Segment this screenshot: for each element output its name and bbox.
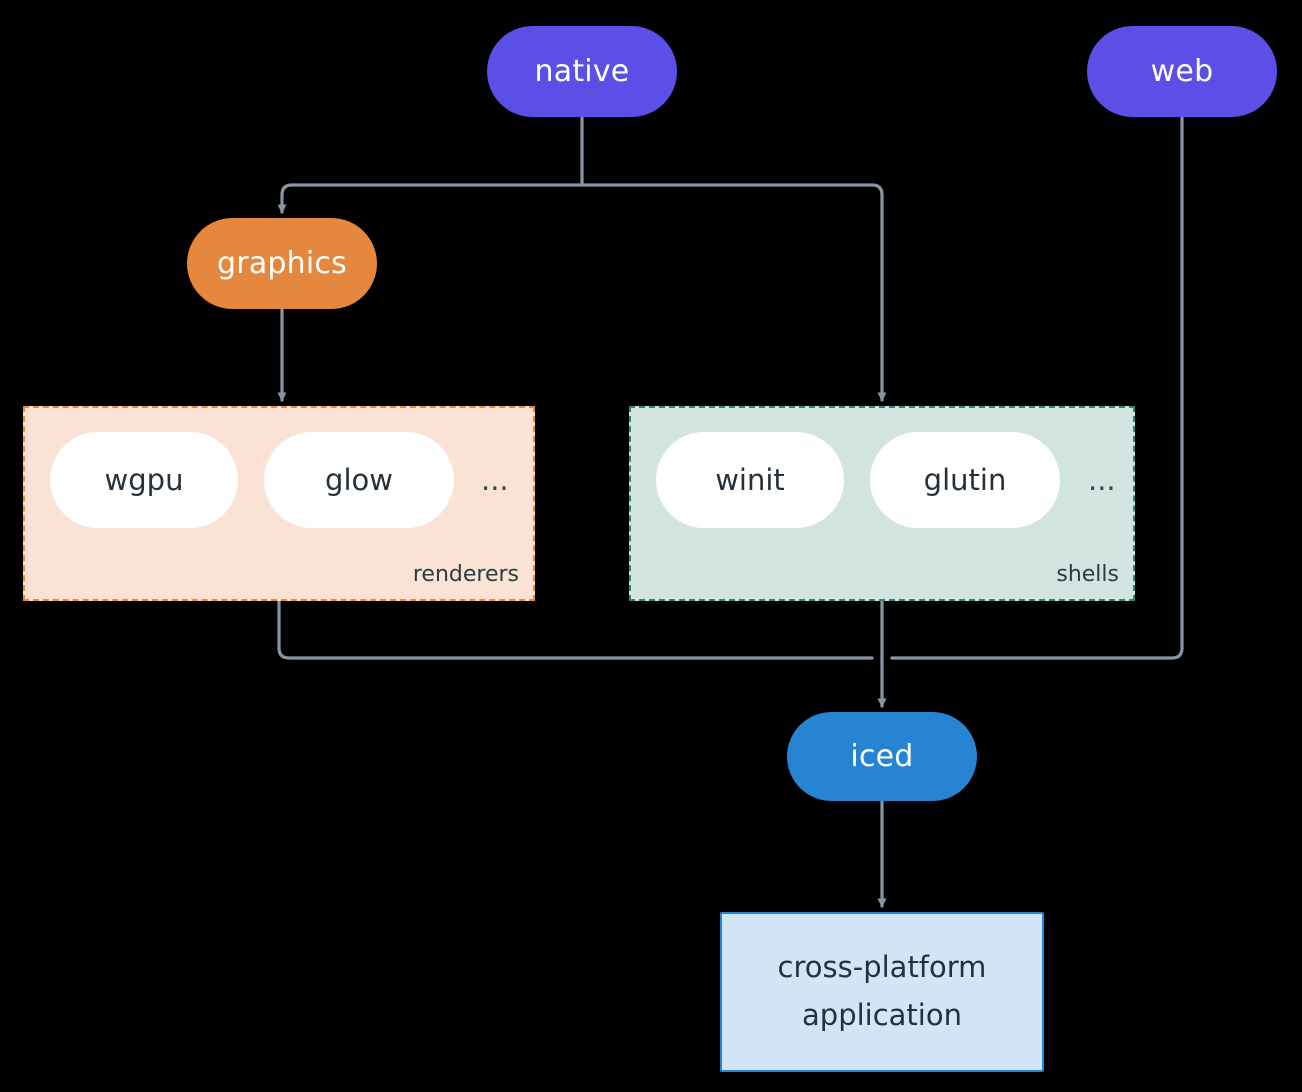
node-graphics-label: graphics [217, 246, 347, 281]
node-glutin[interactable]: glutin [870, 432, 1060, 528]
node-native[interactable]: native [487, 26, 677, 117]
node-cross-platform-application[interactable]: cross-platform application [720, 912, 1044, 1072]
group-renderers-label: renderers [412, 562, 519, 587]
edge-native-to-shells [580, 183, 887, 402]
node-winit-label: winit [715, 463, 785, 497]
node-iced-label: iced [850, 739, 914, 774]
node-glow[interactable]: glow [264, 432, 454, 528]
renderers-more-ellipsis: ... [481, 463, 509, 497]
node-wgpu[interactable]: wgpu [50, 432, 238, 528]
node-wgpu-label: wgpu [104, 463, 184, 497]
node-winit[interactable]: winit [656, 432, 844, 528]
node-web-label: web [1150, 54, 1214, 89]
application-label-line1: cross-platform [777, 950, 987, 985]
node-web[interactable]: web [1087, 26, 1277, 117]
node-iced[interactable]: iced [787, 712, 977, 801]
node-native-label: native [534, 54, 630, 89]
edge-native-to-graphics [277, 183, 584, 214]
node-graphics[interactable]: graphics [187, 218, 377, 309]
application-label-line2: application [802, 998, 962, 1032]
group-shells-label: shells [1056, 562, 1119, 587]
node-glow-label: glow [325, 463, 393, 497]
shells-more-ellipsis: ... [1088, 463, 1116, 497]
edge-renderers-to-iced [277, 599, 874, 660]
node-glutin-label: glutin [923, 463, 1007, 497]
